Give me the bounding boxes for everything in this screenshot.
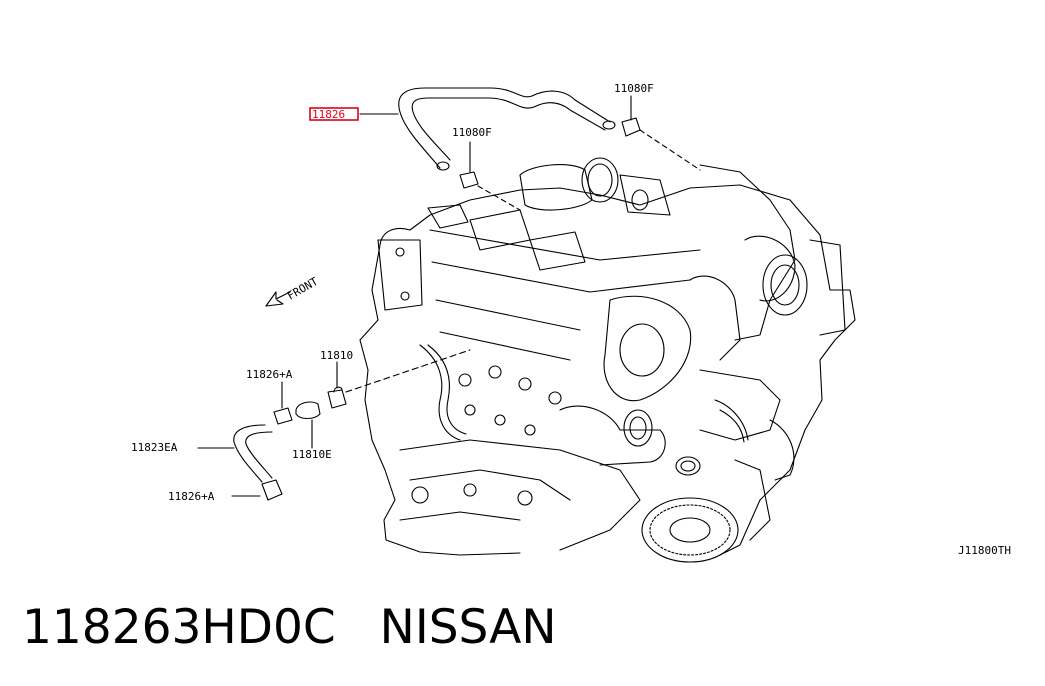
label-11080f-top-right: 11080F (614, 82, 654, 95)
label-11826a-lower: 11826+A (168, 490, 215, 503)
clip-11080f-top-mid (459, 141, 521, 211)
breather-hose-upper (398, 87, 616, 171)
label-11826a-upper: 11826+A (246, 368, 293, 381)
part-caption: 118263HD0C NISSAN (22, 598, 557, 658)
engine-exploded-diagram: 11826 11080F 11080F FRONT 11826+A 11810 … (131, 82, 1011, 563)
label-11823ea: 11823EA (131, 441, 178, 454)
flywheel-gear (641, 497, 739, 563)
label-11810: 11810 (320, 349, 353, 362)
front-arrow-icon (265, 291, 291, 307)
label-11826-highlighted[interactable]: 11826 (312, 108, 345, 121)
part-number: 118263HD0C (22, 600, 336, 655)
clip-11080f-top-right (621, 95, 701, 171)
highlight-box-11826[interactable] (309, 107, 359, 121)
engine-block (359, 157, 856, 563)
figure-code: J11800TH (958, 544, 1011, 557)
label-front: FRONT (285, 275, 321, 303)
label-11810e: 11810E (292, 448, 332, 461)
brand-name: NISSAN (379, 600, 557, 655)
label-11080f-top-mid: 11080F (452, 126, 492, 139)
callout-labels: 11826 11080F 11080F FRONT 11826+A 11810 … (131, 82, 1011, 557)
